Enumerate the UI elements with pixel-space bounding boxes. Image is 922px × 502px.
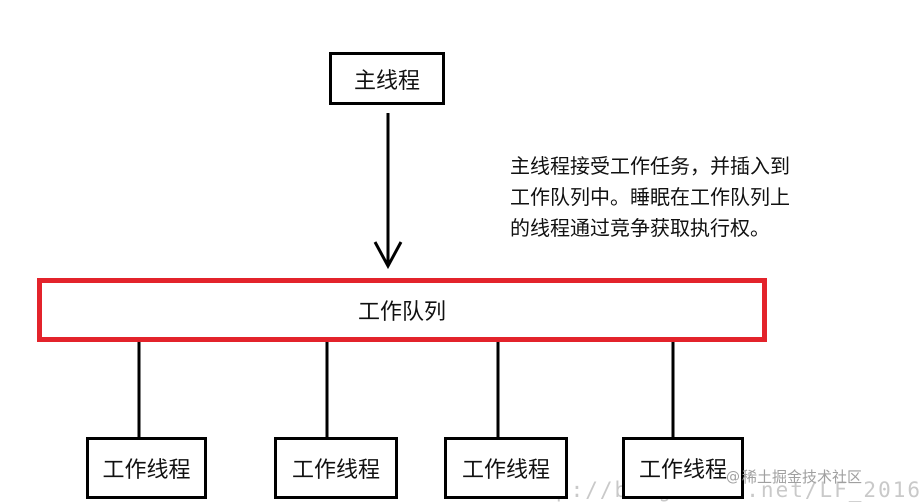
note-line: 工作队列中。睡眠在工作队列上 [510, 185, 790, 209]
worker-thread-node: 工作线程 [622, 437, 744, 499]
main-thread-label: 主线程 [353, 68, 420, 94]
worker-thread-node: 工作线程 [444, 437, 568, 499]
at-icon: @ [726, 468, 740, 485]
work-queue-label: 工作队列 [357, 300, 446, 325]
juejin-watermark: @ 稀土掘金技术社区 [726, 466, 862, 487]
note-line: 主线程接受工作任务，并插入到 [510, 154, 790, 178]
connector-lines [137, 113, 675, 437]
note-line: 的线程通过竞争获取执行权。 [510, 216, 770, 240]
worker-thread-label: 工作线程 [638, 458, 727, 483]
worker-thread-label: 工作线程 [461, 458, 550, 483]
worker-thread-label: 工作线程 [102, 458, 191, 483]
annotation-note: 主线程接受工作任务，并插入到 工作队列中。睡眠在工作队列上 的线程通过竞争获取执… [510, 151, 890, 244]
worker-thread-node: 工作线程 [274, 437, 398, 499]
juejin-watermark-text: 稀土掘金技术社区 [742, 468, 863, 486]
worker-thread-node: 工作线程 [86, 437, 207, 499]
work-queue-node: 工作队列 [37, 278, 767, 342]
arrow-head [373, 241, 403, 270]
main-thread-node: 主线程 [329, 52, 445, 105]
worker-thread-label: 工作线程 [291, 458, 380, 483]
